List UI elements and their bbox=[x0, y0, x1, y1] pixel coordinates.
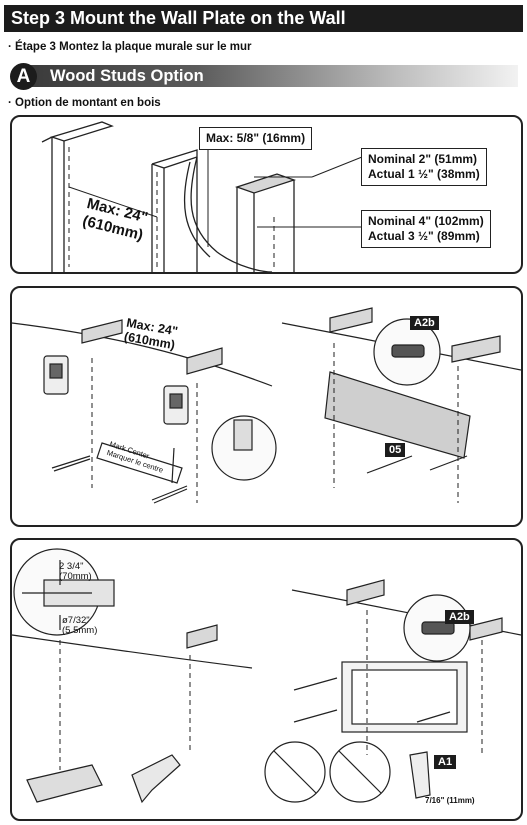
nominal-2-line1: Nominal 2" (51mm) bbox=[368, 152, 478, 166]
drill-depth-label: 2 3/4" (70mm) bbox=[59, 562, 92, 582]
drill-and-mount-panel: 2 3/4" (70mm) ø7/32" (5.5mm) A2b A1 7/16… bbox=[10, 538, 523, 821]
drill-depth-line1: 2 3/4" bbox=[59, 561, 84, 572]
part-a1-tag: A1 bbox=[434, 755, 457, 769]
option-letter-badge: A bbox=[10, 63, 37, 90]
nominal-4-label: Nominal 4" (102mm) Actual 3 ½" (89mm) bbox=[361, 210, 491, 248]
drill-bit-line1: ø7/32" bbox=[62, 615, 90, 626]
part-05-tag: 05 bbox=[385, 443, 406, 457]
step-title: Step 3 Mount the Wall Plate on the Wall bbox=[11, 8, 346, 28]
nominal-2-label: Nominal 2" (51mm) Actual 1 ½" (38mm) bbox=[361, 148, 487, 186]
option-title-fr: · Option de montant en bois bbox=[8, 97, 161, 109]
locate-studs-panel: Max: 24" (610mm) Mark Center Marquer le … bbox=[10, 286, 523, 527]
nominal-4-line2: Actual 3 ½" (89mm) bbox=[368, 229, 480, 243]
nominal-2-line2: Actual 1 ½" (38mm) bbox=[368, 167, 480, 181]
nominal-4-line1: Nominal 4" (102mm) bbox=[368, 214, 484, 228]
part-a2b-tag-2: A2b bbox=[445, 610, 474, 624]
drill-bit-label: ø7/32" (5.5mm) bbox=[62, 616, 97, 636]
max-gap-label: Max: 5/8" (16mm) bbox=[199, 127, 313, 150]
step-header: Step 3 Mount the Wall Plate on the Wall bbox=[4, 5, 523, 32]
option-band bbox=[26, 65, 518, 87]
step-subtitle-fr: · Étape 3 Montez la plaque murale sur le… bbox=[8, 41, 252, 53]
part-a2b-tag: A2b bbox=[410, 316, 439, 330]
stud-wall-illustration bbox=[41, 121, 363, 272]
drill-bit-line2: (5.5mm) bbox=[62, 625, 98, 636]
wrench-size-label: 7/16" (11mm) bbox=[425, 796, 475, 805]
option-title: Wood Studs Option bbox=[50, 67, 204, 85]
drill-depth-line2: (70mm) bbox=[59, 571, 92, 582]
stud-finder-illustration bbox=[12, 307, 521, 504]
option-banner: A Wood Studs Option bbox=[10, 63, 518, 90]
stud-spec-panel: Max: 5/8" (16mm) Max: 24" (610mm) Nomina… bbox=[10, 115, 523, 274]
